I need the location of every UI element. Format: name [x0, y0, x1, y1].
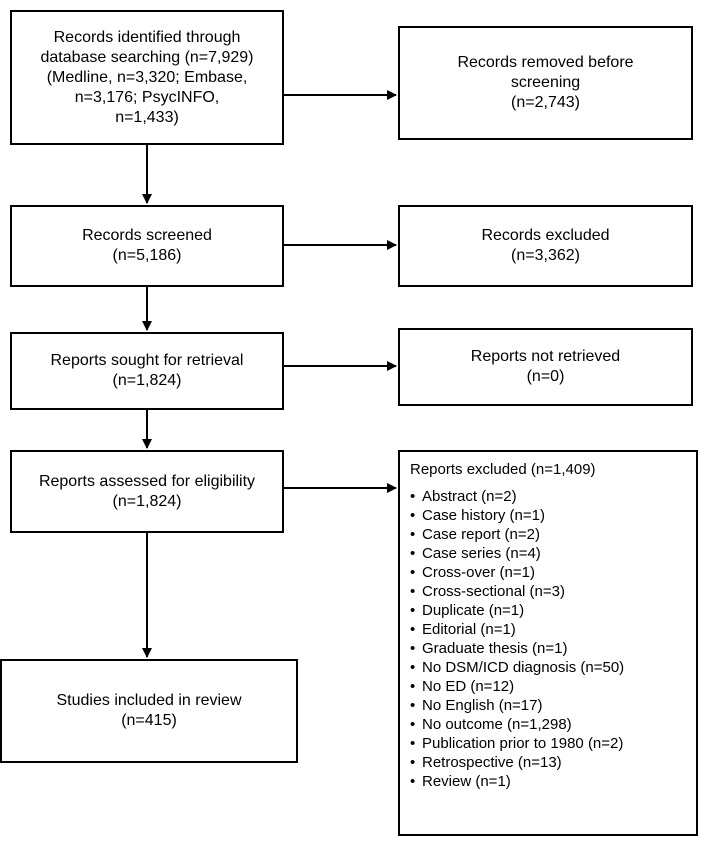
sought-line-2: (n=1,824) — [112, 372, 182, 389]
screened-line-2: (n=5,186) — [112, 247, 182, 264]
included-line-2: (n=415) — [121, 712, 177, 729]
list-item: Publication prior to 1980 (n=2) — [410, 734, 686, 753]
identification-line-5: n=1,433) — [115, 108, 179, 126]
records-removed-box: Records removed before screening (n=2,74… — [398, 26, 693, 140]
records-excluded-line-1: Records excluded — [481, 227, 610, 244]
reports-excluded-title: Reports excluded (n=1,409) — [410, 461, 596, 478]
identification-line-1: Records identified through — [53, 28, 241, 46]
studies-included-box: Studies included in review (n=415) — [0, 659, 298, 763]
not-retrieved-line-2: (n=0) — [526, 368, 565, 385]
sought-line-1: Reports sought for retrieval — [50, 352, 244, 369]
list-item: No ED (n=12) — [410, 677, 686, 696]
records-excluded-line-2: (n=3,362) — [511, 247, 580, 264]
list-item: No English (n=17) — [410, 696, 686, 715]
included-line-1: Studies included in review — [56, 692, 242, 709]
list-item: Graduate thesis (n=1) — [410, 639, 686, 658]
list-item: Abstract (n=2) — [410, 487, 686, 506]
records-excluded-box: Records excluded (n=3,362) — [398, 205, 693, 287]
list-item: Review (n=1) — [410, 772, 686, 791]
not-retrieved-line-1: Reports not retrieved — [470, 348, 621, 365]
reports-not-retrieved-box: Reports not retrieved (n=0) — [398, 328, 693, 406]
identification-line-4: n=3,176; PsycINFO, — [74, 88, 220, 106]
identification-box: Records identified through database sear… — [10, 10, 284, 145]
exclusion-reasons-list: Abstract (n=2) Case history (n=1) Case r… — [410, 487, 686, 791]
assessed-line-2: (n=1,824) — [112, 492, 182, 510]
list-item: Case history (n=1) — [410, 506, 686, 525]
records-screened-box: Records screened (n=5,186) — [10, 205, 284, 287]
removed-line-1: Records removed before — [457, 54, 634, 71]
reports-excluded-box: Reports excluded (n=1,409) Abstract (n=2… — [398, 450, 698, 836]
identification-line-3: (Medline, n=3,320; Embase, — [46, 68, 248, 86]
list-item: No outcome (n=1,298) — [410, 715, 686, 734]
list-item: Cross-over (n=1) — [410, 563, 686, 582]
removed-line-3: (n=2,743) — [511, 94, 580, 111]
assessed-line-1: Reports assessed for eligibility — [38, 472, 256, 490]
reports-sought-box: Reports sought for retrieval (n=1,824) — [10, 332, 284, 410]
list-item: Duplicate (n=1) — [410, 601, 686, 620]
removed-line-2: screening — [510, 74, 581, 91]
list-item: Case series (n=4) — [410, 544, 686, 563]
screened-line-1: Records screened — [82, 227, 212, 244]
list-item: No DSM/ICD diagnosis (n=50) — [410, 658, 686, 677]
identification-line-2: database searching (n=7,929) — [40, 48, 254, 66]
reports-assessed-box: Reports assessed for eligibility (n=1,82… — [10, 450, 284, 533]
list-item: Retrospective (n=13) — [410, 753, 686, 772]
list-item: Cross-sectional (n=3) — [410, 582, 686, 601]
list-item: Case report (n=2) — [410, 525, 686, 544]
list-item: Editorial (n=1) — [410, 620, 686, 639]
